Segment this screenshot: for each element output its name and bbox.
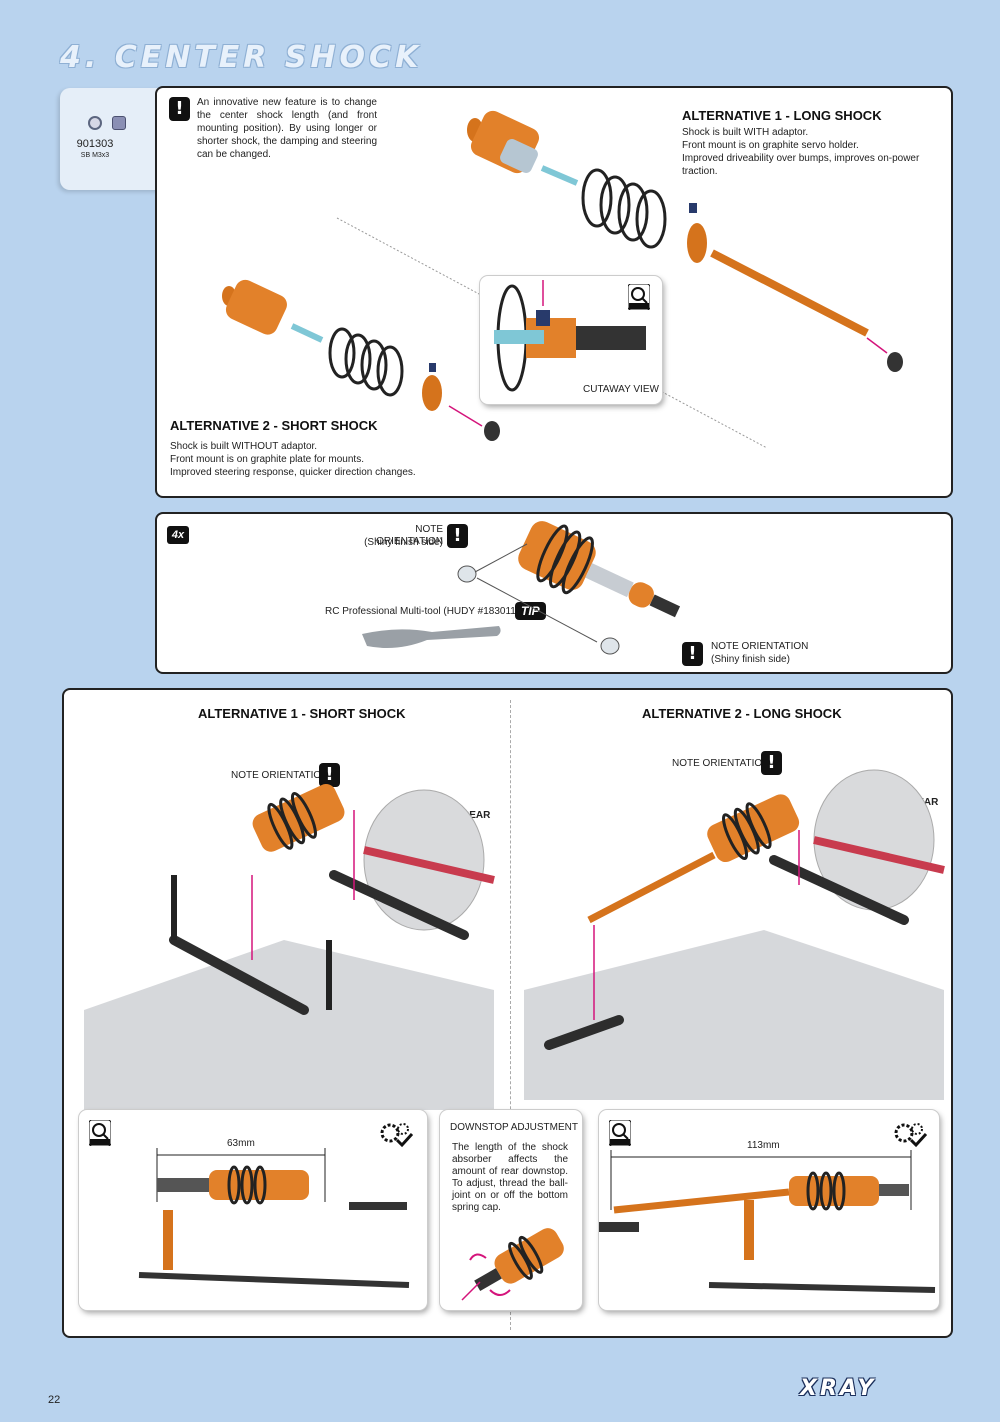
chassis-illustration: [84, 769, 945, 1110]
alt2-title: ALTERNATIVE 2 - SHORT SHOCK: [170, 418, 378, 433]
note-orientation-left: NOTE ORIENTATION: [231, 770, 329, 781]
alt1-line1: Shock is built WITH adaptor.: [682, 127, 809, 138]
washer-icon: [88, 116, 102, 130]
step2-panel: 4x NOTE ORIENTATION (Shiny finish side) …: [155, 512, 953, 674]
short-shock-body: [222, 279, 324, 343]
alt1-line3: Improved driveability over bumps, improv…: [682, 153, 920, 177]
downstop-title: DOWNSTOP ADJUSTMENT: [450, 1122, 578, 1133]
shock-washer-illustration: [362, 521, 681, 655]
long-shock-detail: 113mm: [599, 1110, 939, 1310]
parts-tab: 901303 SB M3x3: [60, 88, 160, 190]
alt2-line2: Front mount is on graphite plate for mou…: [170, 454, 364, 465]
cutaway-detail: CUTAWAY VIEW: [480, 276, 662, 404]
short-shock-spring: [328, 327, 404, 397]
long-shock-rod: [710, 249, 869, 337]
multi-tool: [362, 626, 501, 648]
detail-icon: [609, 1120, 631, 1146]
long-length-label: 113mm: [747, 1140, 780, 1151]
left-carbon-plate: [169, 870, 469, 1015]
short-shock-measure: [138, 1148, 410, 1288]
tip-badge: TIP: [515, 602, 546, 620]
washer-bottom: [600, 637, 620, 655]
rear-label-left: REAR: [462, 810, 491, 821]
detail-icon: [89, 1120, 111, 1146]
quantity-badge: 4x: [167, 526, 189, 544]
step1-note: An innovative new feature is to change t…: [197, 97, 377, 160]
downstop-detail: DOWNSTOP ADJUSTMENT The length of the sh…: [440, 1110, 582, 1310]
step3-panel: ALTERNATIVE 1 - SHORT SHOCK ALTERNATIVE …: [62, 688, 953, 1338]
step1-panel: ! An innovative new feature is to change…: [155, 86, 953, 498]
note-orientation-1-sub: (Shiny finish side): [364, 537, 443, 548]
long-shock-body: [467, 110, 579, 186]
warning-icon: !: [169, 97, 190, 121]
ball-joint-long: [887, 352, 903, 372]
adjust-gear-icon: [380, 1123, 413, 1148]
page-title: 4. CENTER SHOCK: [60, 40, 423, 75]
brand-logo: XRAY: [800, 1376, 877, 1401]
alt1-title: ALTERNATIVE 1 - LONG SHOCK: [682, 108, 882, 123]
alt2-line1: Shock is built WITHOUT adaptor.: [170, 441, 318, 452]
part-code: 901303: [76, 138, 114, 150]
note-orientation-1: NOTE ORIENTATION: [376, 524, 443, 547]
left-title: ALTERNATIVE 1 - SHORT SHOCK: [198, 706, 406, 721]
right-title: ALTERNATIVE 2 - LONG SHOCK: [642, 706, 842, 721]
warning-icon: !: [319, 763, 340, 787]
long-shock-adaptor: [687, 223, 707, 263]
note-orientation-2-sub: (Shiny finish side): [711, 654, 790, 665]
note-orientation-2: NOTE ORIENTATION: [711, 641, 809, 652]
page-number: 22: [48, 1394, 61, 1406]
shock-exploded-illustration: [222, 110, 903, 449]
washer-top: [457, 565, 477, 583]
downstop-text: The length of the shock absorber affects…: [452, 1142, 568, 1213]
warning-icon: !: [761, 751, 782, 775]
warning-icon: !: [447, 524, 468, 548]
column-divider: [510, 700, 511, 1330]
set-screw: [689, 203, 697, 213]
note-orientation-right: NOTE ORIENTATION: [672, 758, 770, 769]
long-shock-measure: [599, 1150, 936, 1293]
short-length-label: 63mm: [227, 1138, 255, 1149]
cutaway-label: CUTAWAY VIEW: [583, 384, 659, 395]
warning-icon: !: [682, 642, 703, 666]
short-shock-lower-cap: [422, 375, 442, 411]
detail-icon: [628, 284, 650, 310]
alt2-line3: Improved steering response, quicker dire…: [170, 467, 416, 478]
adjust-gear-icon: [894, 1123, 927, 1148]
cutaway-illustration: [494, 280, 646, 392]
alt1-line2: Front mount is on graphite servo holder.: [682, 140, 859, 151]
ball-joint-short: [484, 421, 500, 441]
tool-label: RC Professional Multi-tool (HUDY #183011…: [325, 606, 520, 617]
short-shock-detail: 63mm: [79, 1110, 427, 1310]
set-screw-icon: [112, 116, 126, 130]
downstop-illustration: [461, 1228, 564, 1301]
long-shock-spring: [581, 168, 667, 249]
part-description: SB M3x3: [80, 152, 110, 159]
